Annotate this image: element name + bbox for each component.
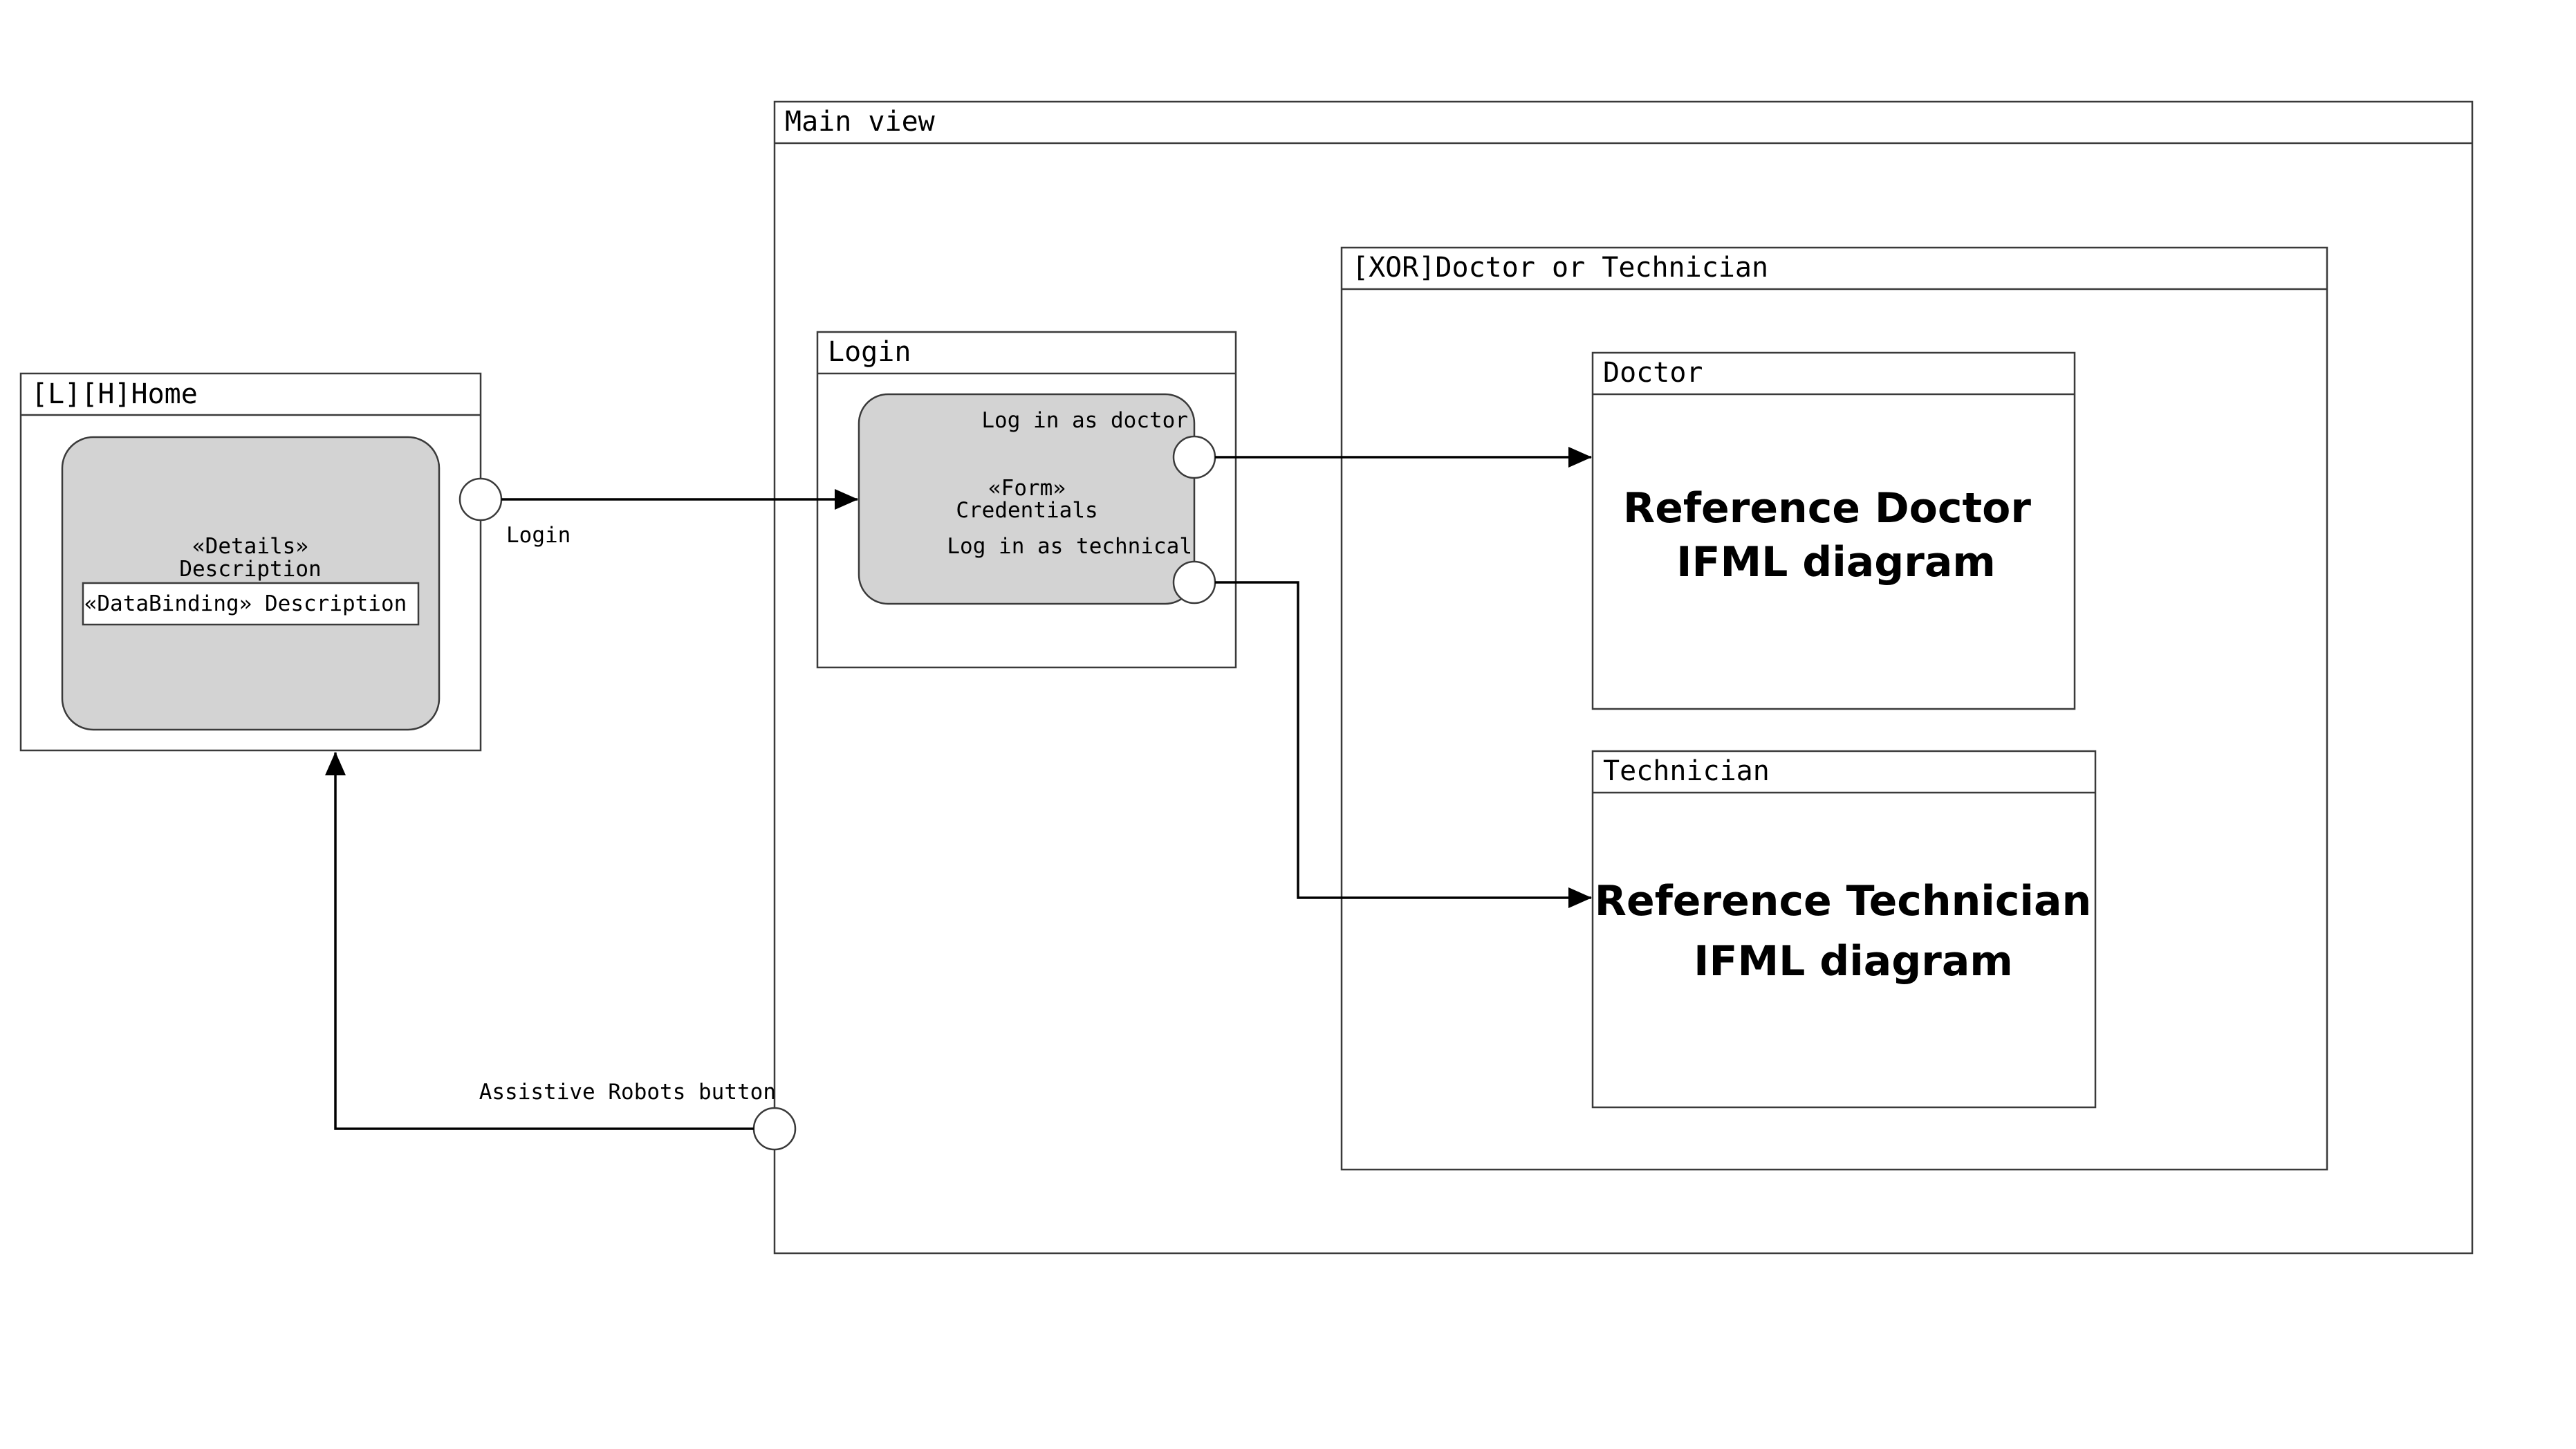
xor-container-title: [XOR]Doctor or Technician <box>1352 252 1768 284</box>
technician-view-container[interactable]: Technician Reference Technician IFML dia… <box>1591 750 2097 1109</box>
technician-reference-line1: Reference Technician <box>1595 877 2091 925</box>
doctor-reference-line2: IFML diagram <box>1676 538 1996 587</box>
flow-login-to-technician <box>1215 581 1592 908</box>
login-doctor-event-label: Log in as doctor <box>981 408 1188 433</box>
technician-reference-line2: IFML diagram <box>1694 937 2013 986</box>
doctor-view-container[interactable]: Doctor Reference Doctor IFML diagram <box>1591 351 2076 710</box>
flow-assistive-to-home <box>325 752 754 1130</box>
details-stereotype: «Details» <box>192 534 308 559</box>
databinding-box <box>82 582 420 626</box>
home-login-event[interactable] <box>458 477 503 522</box>
login-technical-event[interactable] <box>1172 560 1216 604</box>
main-view-title: Main view <box>785 106 936 138</box>
details-name: Description <box>179 557 321 582</box>
login-view-title: Login <box>828 336 911 368</box>
technician-view-title: Technician <box>1603 755 1770 787</box>
assistive-robots-event[interactable] <box>752 1107 797 1151</box>
doctor-reference-line1: Reference Doctor <box>1623 484 2031 533</box>
doctor-view-title: Doctor <box>1603 357 1703 389</box>
credentials-form-component[interactable]: Log in as doctor «Form» Credentials Log … <box>858 393 1196 605</box>
details-component[interactable]: «Details» Description «DataBinding» Desc… <box>61 436 441 731</box>
form-stereotype: «Form» <box>988 476 1066 501</box>
home-view-container[interactable]: [L][H]Home «Details» Description «DataBi… <box>19 372 571 752</box>
assistive-robots-event-label: Assistive Robots button <box>479 1080 776 1105</box>
databinding-label: «DataBinding» Description <box>84 591 407 616</box>
login-doctor-event[interactable] <box>1172 435 1216 479</box>
login-technical-event-label: Log in as technical <box>947 534 1192 559</box>
home-login-event-label: Login <box>506 523 571 548</box>
form-name: Credentials <box>956 498 1097 523</box>
home-view-title: [L][H]Home <box>31 378 198 410</box>
login-view-container[interactable]: Login Log in as doctor «Form» Credential… <box>816 331 1237 669</box>
